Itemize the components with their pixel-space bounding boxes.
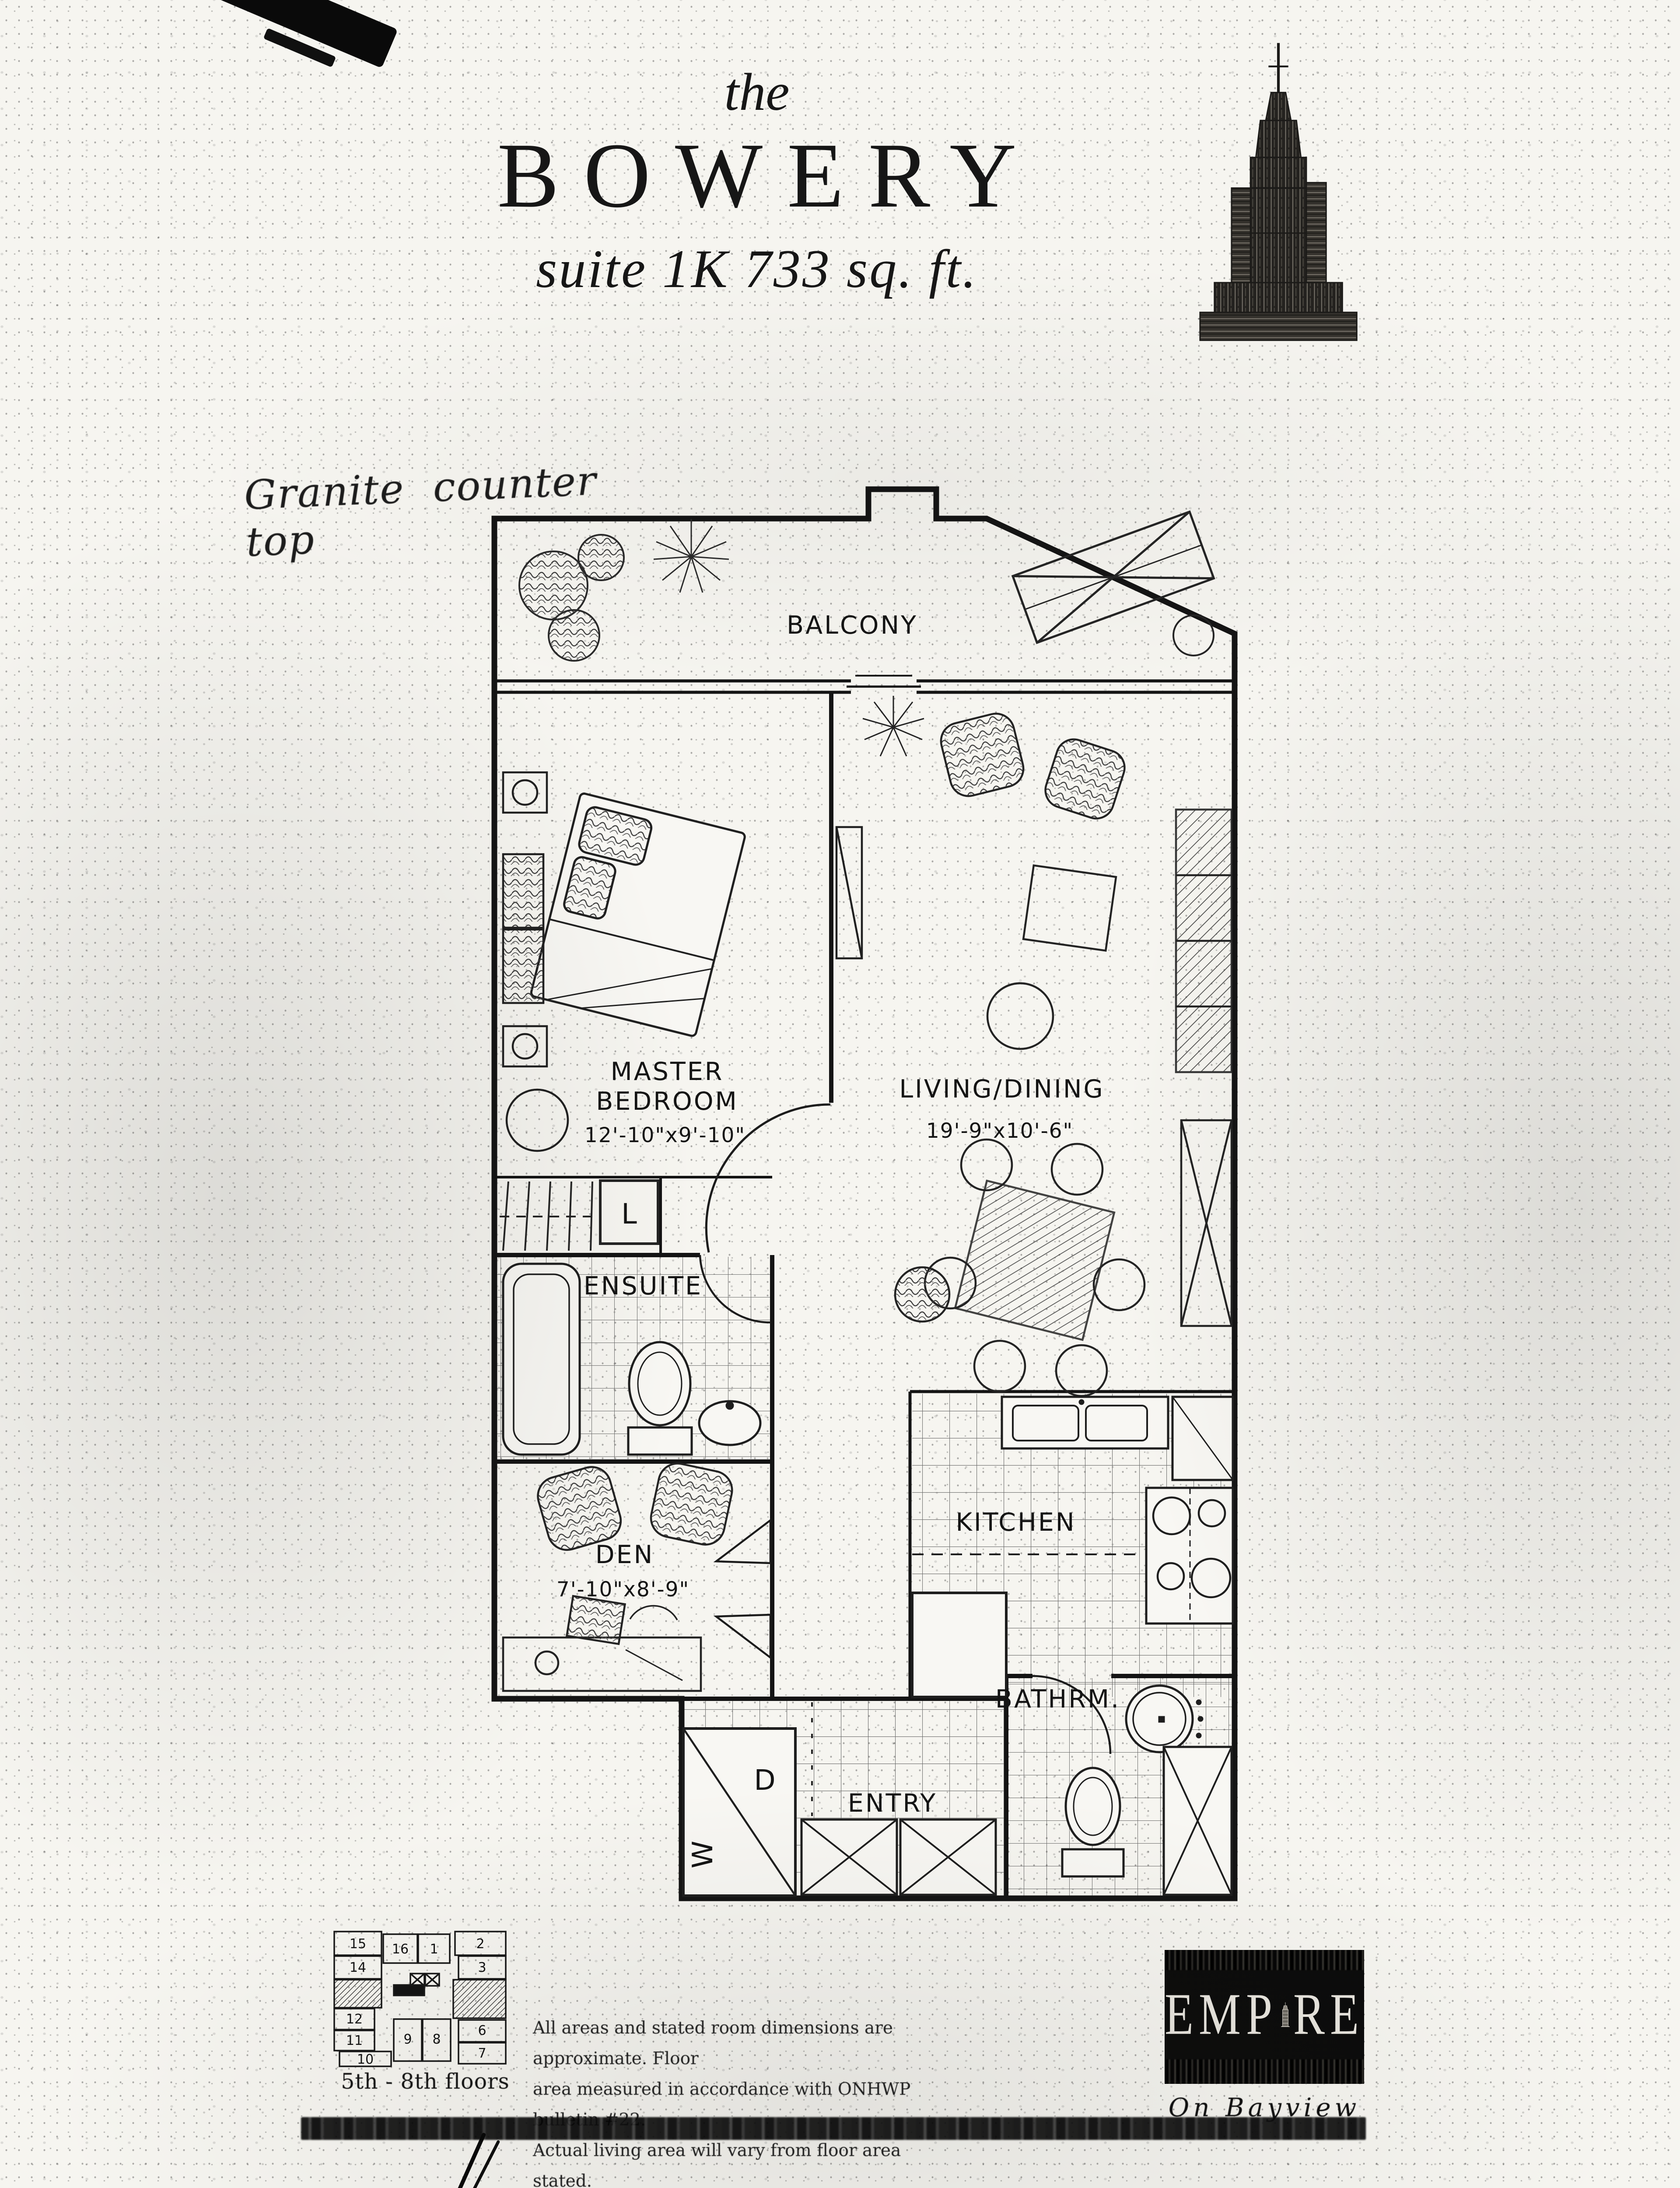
bathroom-fixtures (1061, 1684, 1233, 1896)
page-title: BOWERY (497, 124, 1041, 227)
pre-title: the (724, 63, 790, 122)
bedroom-closet (500, 1179, 659, 1251)
master-bedroom-label-line1: MASTER (611, 1057, 724, 1086)
living-furniture (862, 696, 1233, 1327)
keyplan-unit-9: 9 (403, 2032, 412, 2047)
balcony-lounge (1011, 510, 1215, 644)
linen-closet-label: L (621, 1198, 637, 1231)
disclaimer-text: All areas and stated room dimensions are… (533, 2013, 935, 2188)
logo-wordmark: EMP RE (1165, 1970, 1364, 2059)
balcony-plants (518, 519, 729, 662)
entry-label: ENTRY (848, 1789, 937, 1818)
keyplan-unit-15: 15 (350, 1936, 366, 1952)
keyplan: 15 16 1 2 14 3 12 11 10 9 8 6 7 (333, 1931, 507, 2067)
dining-set (894, 1138, 1146, 1397)
keyplan-unit-2: 2 (476, 1936, 484, 1952)
living-dining-dims: 19'-9"x10'-6" (926, 1119, 1073, 1143)
logo-ornament-top (1165, 1950, 1364, 1970)
bedroom-furniture (502, 771, 863, 1152)
washer-dryer: D W (682, 1727, 797, 1897)
door-swings (699, 1103, 1112, 1754)
building-illustration (1199, 43, 1358, 341)
pen-streak (455, 2132, 486, 2188)
disclaimer-line3: Actual living area will vary from floor … (533, 2141, 901, 2188)
keyplan-unit-11: 11 (346, 2033, 363, 2048)
watermark-band (301, 2117, 1366, 2140)
suite-subtitle: suite 1K 733 sq. ft. (536, 238, 978, 299)
keyplan-unit-8: 8 (432, 2032, 441, 2047)
disclaimer-line1: All areas and stated room dimensions are… (533, 2018, 893, 2069)
balcony-label: BALCONY (787, 611, 918, 640)
floor-plan: L (491, 486, 1238, 1901)
building-sketch (1199, 43, 1358, 341)
corner-fold-mark (188, 0, 398, 68)
den-furniture (502, 1462, 733, 1692)
keyplan-unit-7: 7 (478, 2046, 486, 2061)
master-bedroom-dims: 12'-10"x9'-10" (584, 1123, 746, 1147)
ensuite-label: ENSUITE (584, 1272, 703, 1301)
title-block: the BOWERY suite 1K 733 sq. ft. (394, 66, 1120, 296)
keyplan-unit-6: 6 (478, 2023, 486, 2038)
logo-text-right: RE (1293, 1982, 1364, 2047)
keyplan-unit-1: 1 (430, 1942, 438, 1957)
keyplan-units (333, 1931, 507, 2067)
dryer-label: D (754, 1764, 775, 1797)
den-label: DEN (595, 1540, 654, 1569)
entry-closets (800, 1702, 997, 1896)
master-bedroom-label-line2: BEDROOM (596, 1087, 738, 1116)
washer-label: W (687, 1841, 719, 1868)
logo-tower-icon (1281, 2002, 1290, 2027)
living-dining-label: LIVING/DINING (899, 1075, 1104, 1104)
logo-ornament-bottom (1165, 2059, 1364, 2084)
den-dims: 7'-10"x8'-9" (556, 1578, 690, 1602)
keyplan-unit-14: 14 (350, 1960, 366, 1975)
pen-streak-secondary (470, 2139, 500, 2188)
handwritten-note: Granite counter top (243, 457, 598, 566)
keyplan-unit-3: 3 (478, 1960, 486, 1975)
keyplan-unit-12: 12 (346, 2012, 363, 2027)
empire-logo: EMP RE (1165, 1950, 1364, 2084)
balcony-table (1172, 614, 1214, 656)
ensuite-fixtures (502, 1262, 762, 1456)
kitchen-label: KITCHEN (956, 1508, 1076, 1537)
bed (530, 792, 746, 1037)
logo-text-left: EMP (1165, 1982, 1278, 2047)
keyplan-caption: 5th - 8th floors (341, 2069, 510, 2094)
keyplan-unit-16: 16 (392, 1942, 409, 1957)
kitchen-fixtures (911, 1396, 1234, 1698)
keyplan-unit-10: 10 (357, 2052, 374, 2067)
bathroom-label: BATHRM. (995, 1685, 1120, 1714)
